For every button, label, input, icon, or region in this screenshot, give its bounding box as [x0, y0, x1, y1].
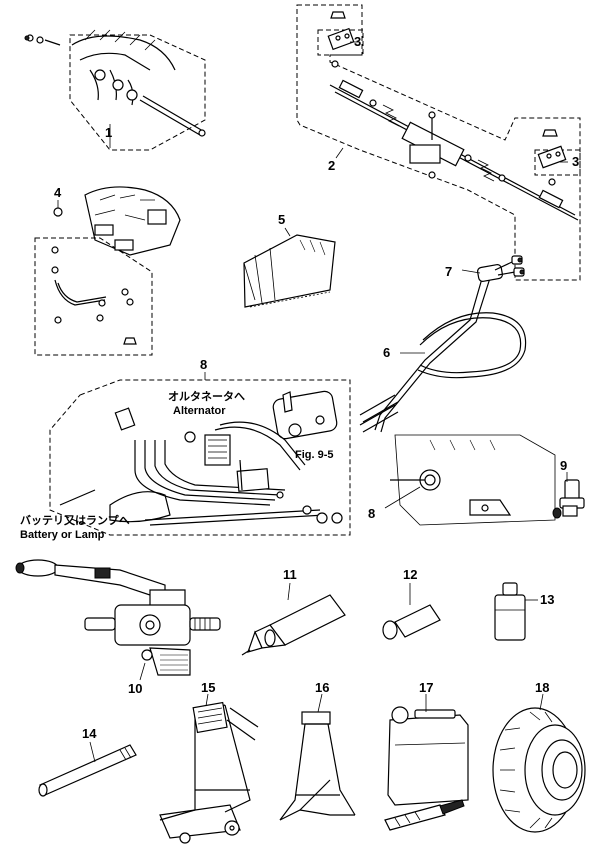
callout-10: 9 — [560, 458, 567, 473]
callout-18: 17 — [419, 680, 433, 695]
callout-19: 18 — [535, 680, 549, 695]
callout-2: 2 — [328, 158, 335, 173]
part-17-stand — [279, 711, 356, 821]
callout-17: 16 — [315, 680, 329, 695]
part-10-plug — [552, 479, 585, 519]
part-15-handle-pipe — [38, 744, 137, 797]
callout-1: 1 — [105, 125, 112, 140]
label-figure-ref: Fig. 9-5 — [295, 449, 334, 461]
callout-9: 8 — [368, 506, 375, 521]
part-11-grease-gun — [15, 559, 221, 676]
part-14-oil-bottle — [494, 582, 526, 641]
callout-13: 12 — [403, 567, 417, 582]
callout-16: 15 — [201, 680, 215, 695]
part-1-shift-rod-assembly — [24, 29, 206, 151]
callout-4: 4 — [54, 185, 62, 200]
part-5-cover-bag — [243, 234, 336, 308]
part-4-link-kit — [34, 186, 181, 356]
part-19-hub-wheel — [492, 707, 586, 833]
callout-5: 5 — [278, 212, 285, 227]
callout-11: 10 — [128, 681, 142, 696]
part-9-grommet — [390, 434, 556, 526]
part-18-oil-tank — [384, 706, 469, 831]
callout-3-right: 3 — [572, 154, 579, 169]
label-alternator-en: Alternator — [173, 405, 226, 417]
callout-15: 14 — [82, 726, 97, 741]
part-12-sealant-tube — [241, 594, 346, 656]
callout-12: 11 — [283, 567, 297, 582]
part-13-grease-tube — [382, 604, 441, 640]
label-alternator-jp: オルタネータへ — [168, 390, 245, 403]
part-8-wiring-kit — [49, 379, 351, 536]
callout-8: 8 — [200, 357, 207, 372]
part-6-harness-loop — [359, 274, 527, 433]
callout-3-top: 3 — [354, 34, 361, 49]
label-battery-jp: バッテリ又はランプへ — [20, 513, 130, 527]
part-7-harness-connector — [477, 255, 525, 282]
callout-14: 13 — [540, 592, 554, 607]
part-16-carrier-cart — [159, 701, 259, 844]
callout-7: 7 — [445, 264, 452, 279]
label-battery-en: Battery or Lamp — [20, 529, 105, 541]
part-2-tie-bar-assembly — [296, 4, 581, 281]
callout-6: 6 — [383, 345, 390, 360]
